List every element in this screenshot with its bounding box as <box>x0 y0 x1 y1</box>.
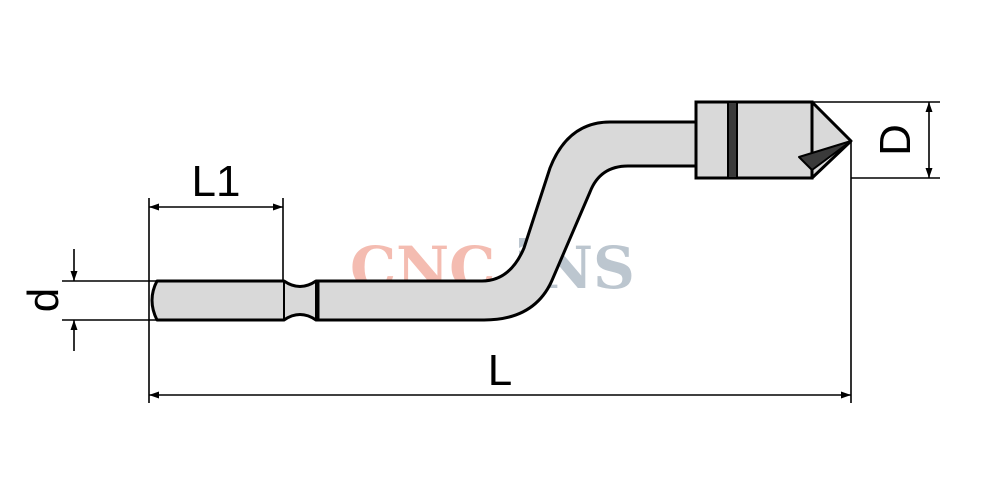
tool-shank <box>150 279 320 322</box>
label-L: L <box>488 346 512 395</box>
label-D: D <box>871 124 920 156</box>
label-L1: L1 <box>192 157 241 206</box>
head-groove <box>728 103 737 177</box>
tool-head-body <box>694 100 814 180</box>
tool-shaft <box>316 120 698 322</box>
cutting-edge <box>798 140 852 171</box>
label-d: d <box>19 288 68 312</box>
extension-lines <box>62 101 940 403</box>
